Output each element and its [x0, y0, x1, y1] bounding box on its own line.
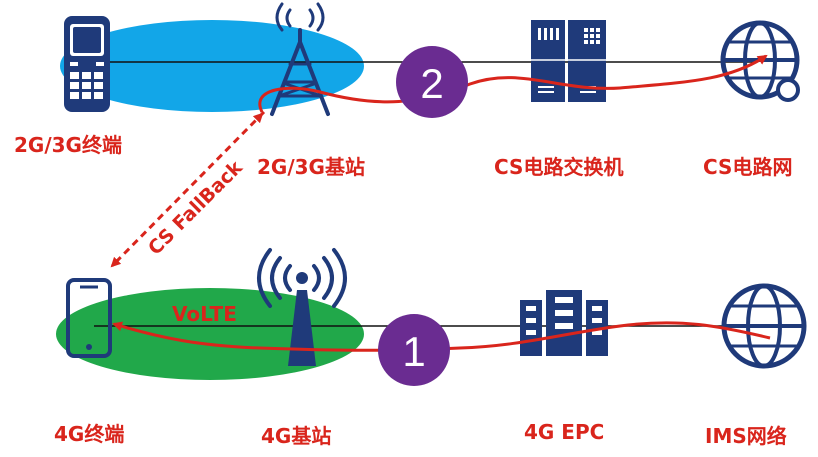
- lte-antenna-icon: [257, 248, 347, 366]
- ims-network-label: IMS网络: [705, 424, 787, 448]
- smartphone-icon: [66, 278, 112, 358]
- server-cluster-icon: [520, 290, 608, 356]
- bs-2g3g-label: 2G/3G基站: [257, 155, 365, 179]
- server-rack-icon: [531, 20, 606, 102]
- terminal-4g-label: 4G终端: [54, 422, 125, 446]
- cell-coverage-4g: [56, 288, 364, 380]
- step-1-badge: 1: [378, 314, 450, 386]
- volte-call-path: [112, 321, 771, 352]
- step-2-badge: 2: [396, 46, 468, 118]
- cs-fallback-label: CS FallBack: [144, 156, 247, 259]
- globe-icon: [720, 20, 800, 102]
- cs-fallback-arrow: [110, 110, 266, 268]
- cs-call-path: [258, 54, 768, 113]
- cs-switch-label: CS电路交换机: [494, 155, 624, 179]
- epc-4g-label: 4G EPC: [524, 420, 605, 444]
- bs-4g-label: 4G基站: [261, 424, 332, 448]
- step-2-number: 2: [420, 60, 443, 107]
- volte-label: VoLTE: [172, 302, 237, 326]
- cs-network-label: CS电路网: [703, 155, 793, 179]
- globe-icon: [721, 283, 807, 369]
- terminal-2g3g-label: 2G/3G终端: [14, 133, 122, 157]
- step-1-number: 1: [402, 328, 425, 375]
- feature-phone-icon: [64, 16, 110, 112]
